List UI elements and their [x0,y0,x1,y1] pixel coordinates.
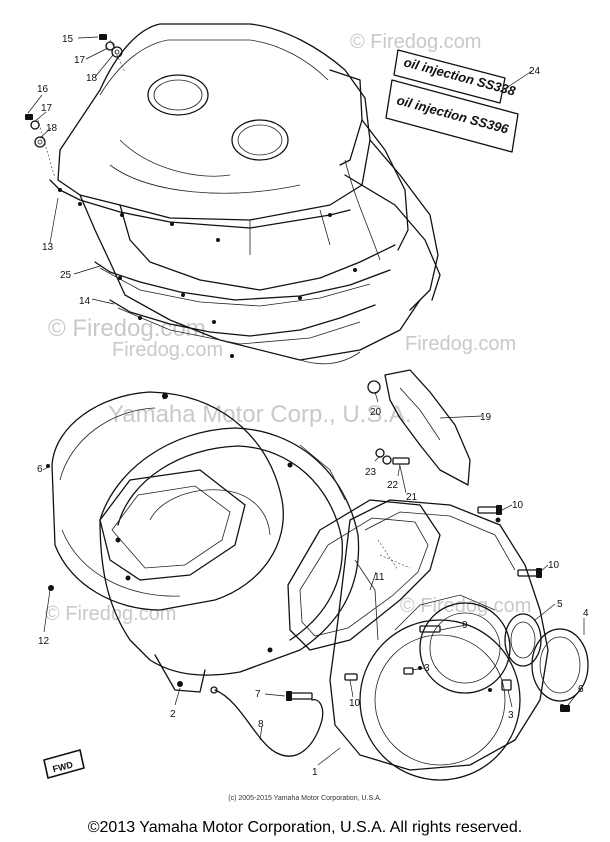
callout-9: 9 [462,620,468,631]
watermark-yamaha: Yamaha Motor Corp., U.S.A. [108,401,412,428]
callout-17a: 17 [74,55,86,66]
duct-gasket [287,499,441,651]
callout-23: 23 [365,467,377,478]
watermark-firedog-bottom-left: © Firedog.com [45,603,176,625]
callout-6a: 6 [578,684,584,695]
callout-18a: 18 [86,73,98,84]
callout-19: 19 [480,412,492,423]
callout-20: 20 [370,407,382,418]
watermark-firedog-left: © Firedog.com [48,315,206,342]
crankcase-cover [329,499,549,781]
callout-14: 14 [79,296,91,307]
callout-18b: 18 [46,123,58,134]
callout-1: 1 [312,767,318,778]
callout-22: 22 [387,480,399,491]
fwd-label: FWD [52,759,75,774]
callout-11: 11 [374,572,385,583]
callout-24: 24 [529,66,541,77]
watermark-firedog-top: © Firedog.com [350,31,481,53]
recoil-cover [46,391,284,611]
leader-lines [27,36,585,766]
bolts [286,505,570,712]
upper-hardware [25,34,126,179]
callout-21: 21 [406,492,418,503]
footer-copyright: ©2013 Yamaha Motor Corporation, U.S.A. A… [88,819,523,836]
callout-3b: 3 [508,710,514,721]
callout-10a: 10 [512,500,524,511]
watermark-firedog-right: Firedog.com [405,333,516,355]
callouts: 15 17 18 16 17 18 13 25 14 24 19 20 23 2… [37,34,589,778]
watermark-firedog-bottom-right: © Firedog.com [400,595,531,617]
callout-17b: 17 [41,103,53,114]
callout-3a: 3 [424,663,430,674]
callout-6b: 6 [37,464,43,475]
callout-2: 2 [170,709,176,720]
callout-16: 16 [37,84,49,95]
callout-15: 15 [62,34,74,45]
callout-5: 5 [557,599,563,610]
wire-8 [210,686,324,757]
decal-lower-text: oil injection SS396 [395,92,511,136]
callout-10c: 10 [349,698,361,709]
fwd-stamp: FWD [43,749,85,779]
fan-case [99,427,360,693]
callout-13: 13 [42,242,54,253]
callout-25: 25 [60,270,72,281]
seal-and-cap [504,613,589,708]
footer: (c) 2005-2015 Yamaha Motor Corporation, … [88,795,523,836]
callout-7: 7 [255,689,261,700]
callout-4: 4 [583,608,589,619]
watermark-firedog-mid: Firedog.com [112,339,223,361]
callout-12: 12 [38,636,50,647]
callout-8: 8 [258,719,264,730]
fan-shroud [49,23,441,365]
callout-10b: 10 [548,560,560,571]
footer-small-copyright: (c) 2005-2015 Yamaha Motor Corporation, … [228,795,381,802]
watermarks: © Firedog.com © Firedog.com Firedog.com … [45,31,531,625]
bracket-19 [367,369,471,486]
